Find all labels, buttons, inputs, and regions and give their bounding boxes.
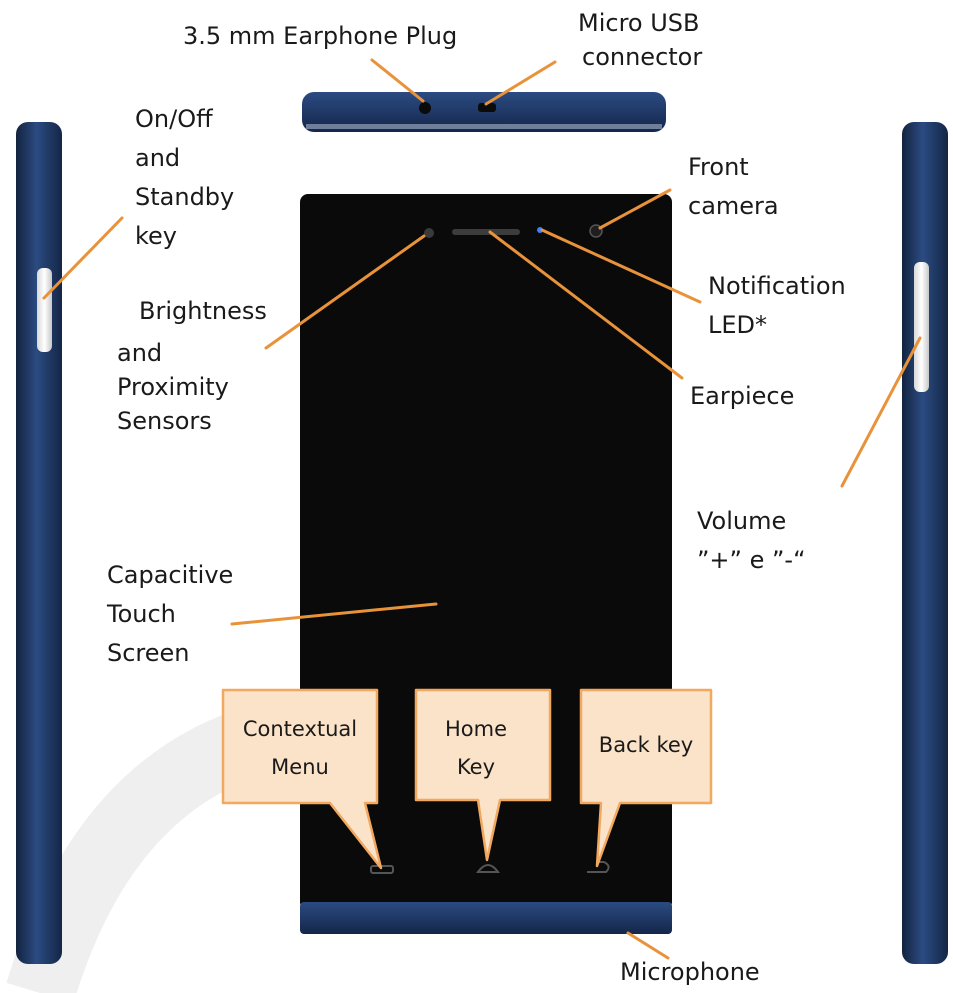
label-front-camera-line-1: Front (688, 153, 749, 181)
label-front-camera-line-2: camera (688, 192, 779, 220)
label-capacitive-touch: Capacitive Touch Screen (107, 556, 233, 673)
phone-left-side (16, 122, 62, 964)
leader-touch (230, 602, 438, 626)
label-on-off-standby: On/Off and Standby key (135, 100, 234, 256)
home-key-icon (476, 864, 500, 873)
label-on-off-line-3: Standby (135, 183, 235, 211)
earphone-jack (419, 102, 431, 114)
label-micro-usb: Micro USB connector (578, 6, 702, 74)
label-microphone: Microphone (620, 958, 760, 986)
label-notification-led: Notification LED* (708, 267, 846, 345)
label-touch-line-1: Capacitive (107, 561, 234, 589)
leader-earpiece (488, 230, 684, 380)
label-earphone-plug: 3.5 mm Earphone Plug (183, 22, 458, 50)
label-front-camera: Front camera (688, 148, 779, 226)
label-notification-line-2: LED* (708, 311, 768, 339)
label-brightness-line-2: and (117, 339, 163, 367)
earpiece-slot (452, 229, 520, 235)
bottom-bezel (300, 902, 672, 934)
label-volume-line-2: ”+” e ”-“ (697, 546, 806, 574)
bubble-back-key (579, 688, 713, 868)
bubble-contextual-menu (221, 688, 383, 870)
label-contextual-menu: Contextual Menu (223, 710, 377, 786)
label-brightness-line-3: Proximity (117, 373, 229, 401)
label-notification-line-1: Notification (708, 272, 846, 300)
label-home-line-1: Home (444, 717, 507, 741)
label-home-key: Home Key (416, 710, 536, 786)
label-home-line-2: Key (456, 755, 496, 779)
callout-bubbles (221, 688, 713, 870)
leader-microphone (626, 931, 670, 960)
leader-led (540, 228, 702, 304)
label-on-off-line-1: On/Off (135, 105, 213, 133)
leader-earphone (370, 58, 425, 103)
leader-camera (598, 188, 672, 230)
label-volume-line-1: Volume (697, 507, 787, 535)
touch-screen-panel (300, 194, 672, 910)
usb-port (478, 103, 496, 112)
label-brightness-line-4: Sensors (117, 407, 212, 435)
label-micro-usb-line-1: Micro USB (578, 9, 700, 37)
label-micro-usb-line-2: connector (582, 43, 703, 71)
label-volume: Volume ”+” e ”-“ (697, 502, 806, 580)
label-brightness-proximity: Brightness and Proximity Sensors (117, 294, 267, 438)
label-touch-line-2: Touch (107, 600, 176, 628)
label-contextual-line-1: Contextual (242, 717, 358, 741)
label-earpiece: Earpiece (690, 382, 795, 410)
label-back-key: Back key (598, 733, 694, 757)
proximity-sensor (424, 228, 434, 238)
volume-button (914, 262, 929, 392)
bubble-home-key (414, 688, 552, 862)
leader-power (42, 216, 124, 300)
leader-lines (42, 58, 922, 960)
label-on-off-line-4: key (135, 222, 178, 250)
phone-top-edge (302, 92, 666, 132)
leader-usb (484, 60, 557, 106)
leader-volume (840, 336, 922, 488)
notification-led (537, 227, 543, 233)
power-button (37, 268, 52, 352)
phone-right-side (902, 122, 948, 964)
menu-key-icon (370, 865, 394, 874)
back-key-icon (587, 861, 610, 873)
phone-front (300, 194, 672, 934)
label-touch-line-3: Screen (107, 639, 190, 667)
label-contextual-line-2: Menu (271, 755, 329, 779)
label-brightness-line-1: Brightness (139, 297, 267, 325)
label-on-off-line-2: and (135, 144, 181, 172)
leader-brightness (264, 234, 426, 350)
